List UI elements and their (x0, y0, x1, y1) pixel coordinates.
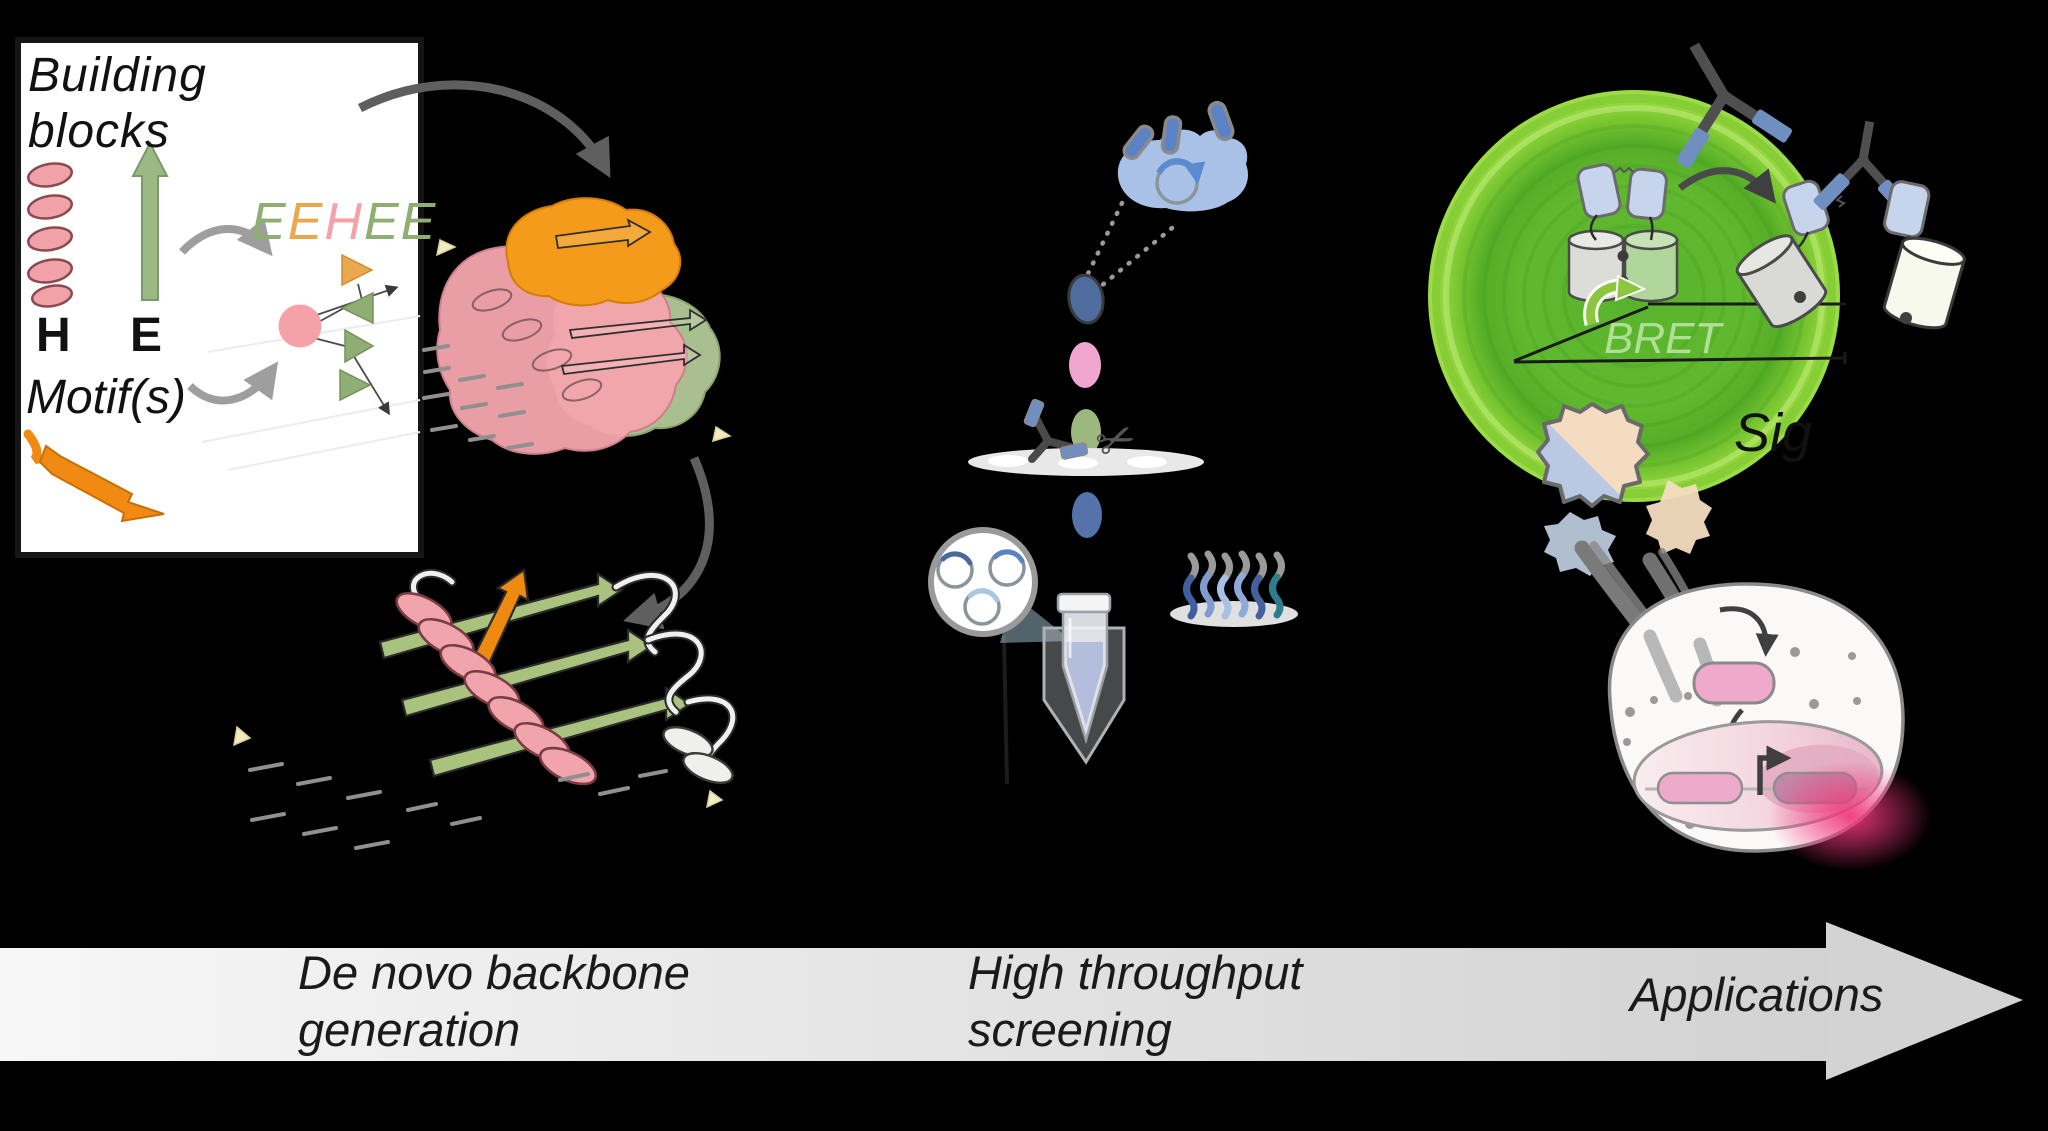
arrow-panel-to-backbone (357, 80, 611, 178)
stage-label-screening-line1: High throughput (968, 946, 1303, 999)
signal-protein (1692, 661, 1776, 705)
helix-cartoon-outlines (471, 288, 603, 402)
panel-title-line1: Building (28, 49, 207, 102)
binder-domain-blue-2 (1626, 167, 1668, 221)
strand-node-green-3 (339, 368, 372, 402)
stage-label-applications-line1: Applications (1630, 968, 1884, 1021)
signal-arrow-1 (1719, 606, 1779, 657)
antibody-icon-small (1023, 398, 1089, 463)
target-blob-beige (1646, 480, 1712, 554)
biosensor-open-left (1735, 179, 1830, 328)
bret-label: BRET (1604, 314, 1722, 363)
topology-letter-5: E (400, 193, 438, 251)
gene-cassette-1 (1656, 771, 1744, 805)
signaling-cell (1607, 582, 1932, 871)
helix-letter-label: H (36, 309, 71, 362)
ribbon-protein-model (378, 568, 738, 786)
strand-letter-label: E (130, 309, 163, 362)
strand-cartoon-outlines (554, 218, 708, 375)
arrow-sensor-opening (1677, 167, 1776, 204)
helix-node (278, 304, 322, 348)
topology-graph (278, 253, 399, 416)
stage-label-screening-line2: screening (968, 1003, 1172, 1056)
screening-column: ✂ (928, 100, 1298, 785)
arrow-backbone-to-design (623, 456, 714, 630)
topology-letter-1: E (251, 193, 288, 251)
ribbon-helix-white (662, 726, 734, 784)
topology-letter-3: H (324, 193, 364, 251)
process-arrow-head (1826, 922, 2023, 1080)
motif-label: Motif(s) (26, 371, 186, 424)
stage-label-applications: Applications (1630, 966, 1883, 1023)
sorted-cell-pink (1069, 342, 1101, 388)
stage-label-backbone: De novo backbone generation (298, 944, 690, 1058)
stage-label-screening: High throughput screening (968, 944, 1302, 1058)
motif-arrow-icon (23, 429, 165, 523)
binder-target-pair (1536, 402, 1650, 508)
process-arrow-band (0, 922, 2023, 1080)
assay-wells (988, 455, 1167, 469)
helix-icon (27, 162, 74, 308)
antibody-icon-top (1676, 42, 1792, 169)
magnifier-icon (928, 527, 1072, 785)
panel-curved-arrow-bottom (187, 361, 279, 405)
strand-node-green-1 (340, 291, 374, 325)
signaling-label-fragment: Sig (1734, 403, 1813, 463)
spark-triangles (233, 238, 732, 809)
topology-letter-4: E (363, 193, 401, 251)
transcription-arrow (1757, 745, 1792, 795)
expression-glow (1768, 761, 1932, 871)
selected-cell-blue (1072, 492, 1102, 538)
building-blocks-panel (15, 37, 424, 558)
biosensor-open-right (1882, 180, 1966, 330)
binder-domain-blue-1 (1576, 163, 1622, 219)
biosensor-assembled (1567, 163, 1679, 326)
sorted-cell-blue (1067, 273, 1105, 325)
yeast-cell-icon (1117, 100, 1248, 212)
topology-letter-2: E (287, 193, 325, 251)
ribbon-helices-pink (395, 591, 598, 786)
surface-protein-model (436, 197, 721, 455)
stage-label-backbone-line2: generation (298, 1003, 521, 1056)
strand-node-orange (341, 253, 374, 287)
sorting-dotted-lines (1082, 200, 1175, 290)
topology-word: EEHEE (251, 192, 437, 252)
panel-title-line2: blocks (28, 105, 171, 158)
stage-label-backbone-line1: De novo backbone (298, 946, 690, 999)
strand-arrow-icon (131, 140, 169, 301)
cell-granules (1623, 647, 1861, 829)
panel-curved-arrow-top (179, 217, 273, 257)
peptide-array-icon (1170, 550, 1298, 627)
bret-transfer-arrow (1583, 274, 1647, 326)
strand-node-green-2 (344, 328, 375, 364)
ribbon-strand-orange (470, 568, 530, 668)
surface-orange-domain (505, 197, 682, 307)
motion-dashes (248, 344, 668, 850)
displayed-peptide-pills (1122, 100, 1235, 161)
tube-icon (1042, 592, 1126, 765)
